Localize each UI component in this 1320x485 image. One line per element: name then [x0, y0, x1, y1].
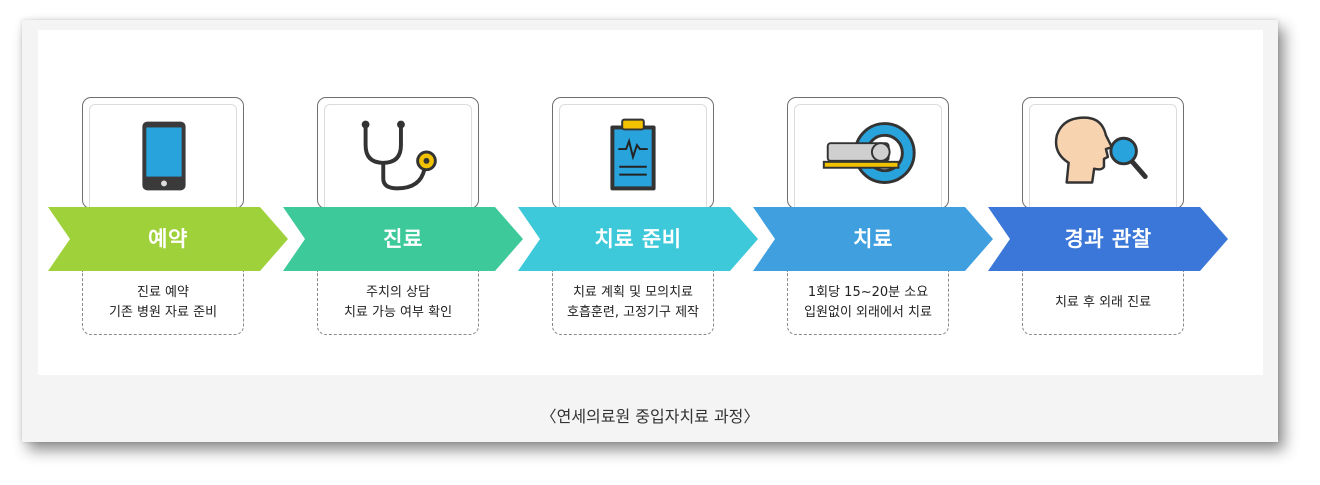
icon-card [1022, 97, 1184, 209]
process-diagram: 예약 진료 예약 기존 병원 자료 준비 [38, 30, 1263, 375]
arrow-shape [753, 207, 993, 271]
icon-card [552, 97, 714, 209]
step-description: 1회당 15~20분 소요 입원없이 외래에서 치료 [787, 271, 949, 335]
step-preparation: 치료 준비 치료 계획 및 모의치료 호흡훈련, 고정기구 제작 [508, 30, 758, 375]
stethoscope-icon [361, 120, 437, 191]
step-arrow: 경과 관찰 [988, 207, 1228, 271]
ct-scanner-icon [822, 122, 916, 184]
clipboard-icon [610, 118, 656, 191]
icon-card [82, 97, 244, 209]
figure-caption: 〈연세의료원 중입자치료 과정〉 [540, 407, 760, 426]
desc-line: 치료 가능 여부 확인 [343, 304, 453, 320]
step-label: 치료 준비 [594, 227, 682, 251]
step-arrow: 진료 [283, 207, 523, 271]
step-arrow: 치료 [753, 207, 993, 271]
desc-line: 진료 예약 [137, 284, 189, 300]
desc-line: 호흡훈련, 고정기구 제작 [567, 304, 699, 320]
step-description: 주치의 상담 치료 가능 여부 확인 [317, 271, 479, 335]
desc-line: 기존 병원 자료 준비 [108, 304, 218, 320]
arrow-shape [518, 207, 758, 271]
step-reservation: 예약 진료 예약 기존 병원 자료 준비 [38, 30, 288, 375]
head-magnifier-icon [1054, 116, 1148, 184]
step-label: 진료 [383, 227, 423, 251]
desc-line: 입원없이 외래에서 치료 [804, 304, 932, 320]
arrow-shape [283, 207, 523, 271]
desc-line: 치료 계획 및 모의치료 [572, 284, 694, 300]
step-description: 진료 예약 기존 병원 자료 준비 [82, 271, 244, 335]
step-description: 치료 후 외래 진료 [1022, 271, 1184, 335]
icon-card [787, 97, 949, 209]
step-arrow: 예약 [48, 207, 288, 271]
step-consultation: 진료 주치의 상담 치료 가능 여부 확인 [273, 30, 523, 375]
icon-card [317, 97, 479, 209]
desc-line: 주치의 상담 [366, 284, 430, 300]
step-treatment: 치료 1회당 15~20분 소요 입원없이 외래에서 치료 [743, 30, 993, 375]
step-description: 치료 계획 및 모의치료 호흡훈련, 고정기구 제작 [552, 271, 714, 335]
desc-line: 치료 후 외래 진료 [1054, 294, 1152, 310]
desc-line: 1회당 15~20분 소요 [807, 284, 929, 300]
step-follow-up: 경과 관찰 치료 후 외래 진료 [978, 30, 1228, 375]
arrow-shape [48, 207, 288, 271]
step-label: 치료 [853, 227, 893, 251]
smartphone-icon [142, 121, 186, 191]
arrow-shape [988, 207, 1228, 271]
figure-card: 예약 진료 예약 기존 병원 자료 준비 [22, 20, 1278, 442]
step-arrow: 치료 준비 [518, 207, 758, 271]
step-label: 예약 [148, 227, 188, 251]
step-label: 경과 관찰 [1064, 227, 1152, 251]
